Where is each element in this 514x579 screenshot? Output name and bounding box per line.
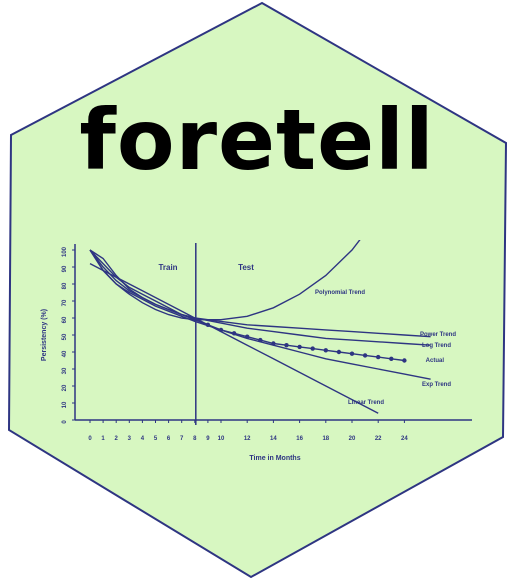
point-actual	[376, 354, 381, 360]
test-label: Test	[238, 263, 254, 272]
x-tick-label: 2	[115, 436, 119, 442]
y-tick-label: 10	[62, 401, 68, 408]
x-tick-label: 22	[375, 436, 382, 442]
point-actual	[284, 343, 289, 348]
x-tick-label: 5	[154, 436, 158, 442]
x-tick-label: 20	[349, 436, 356, 442]
series-line-polynomial-trend	[89, 240, 361, 321]
y-tick-label: 100	[62, 246, 68, 257]
series-label-power-trend: Power Trend	[420, 332, 456, 338]
y-tick-label: 90	[62, 265, 68, 272]
x-tick-label: 6	[167, 436, 171, 442]
series-label-linear-trend: Linear Trend	[348, 400, 384, 406]
point-actual	[349, 351, 355, 356]
series-label-log-trend: Log Trend	[422, 343, 451, 349]
train-label: Train	[158, 263, 177, 272]
point-actual	[389, 356, 394, 361]
point-actual	[323, 348, 328, 353]
x-tick-label: 14	[270, 436, 277, 442]
y-tick-label: 20	[62, 384, 68, 391]
series-line-linear-trend	[89, 262, 379, 414]
logo-title: foretell	[79, 91, 435, 189]
x-tick-label: 1	[101, 436, 105, 442]
y-tick-label: 40	[62, 350, 68, 357]
point-actual	[362, 353, 368, 358]
y-tick-label: 60	[62, 316, 68, 323]
y-tick-label: 50	[62, 333, 68, 340]
x-axis-label: Time in Months	[249, 455, 300, 462]
series-label-exp-trend: Exp Trend	[422, 382, 451, 388]
y-axis-label: Persistency (%)	[41, 309, 48, 361]
y-tick-label: 70	[62, 299, 68, 306]
x-tick-label: 24	[401, 436, 408, 442]
point-actual	[297, 344, 302, 350]
point-actual	[336, 349, 342, 355]
series-label-polynomial-trend: Polynomial Trend	[315, 290, 365, 296]
x-tick-label: 12	[244, 436, 251, 442]
x-tick-label: 16	[296, 436, 303, 442]
hex-shape	[7, 1, 508, 579]
x-tick-label: 7	[180, 436, 184, 442]
x-tick-label: 10	[218, 436, 225, 442]
x-tick-label: 4	[141, 436, 145, 442]
y-tick-label: 0	[62, 420, 68, 424]
point-actual	[310, 346, 315, 351]
x-tick-label: 18	[322, 436, 329, 442]
series-label-actual: Actual	[426, 358, 445, 364]
x-tick-label: 0	[88, 436, 92, 442]
x-tick-label: 3	[128, 436, 132, 442]
point-actual	[402, 358, 407, 363]
series-line-log-trend	[89, 249, 431, 346]
y-tick-label: 80	[62, 282, 68, 289]
series-line-exp-trend	[89, 249, 431, 380]
x-tick-label: 8	[193, 436, 197, 442]
x-tick-label: 9	[206, 436, 210, 442]
y-tick-label: 30	[62, 367, 68, 374]
